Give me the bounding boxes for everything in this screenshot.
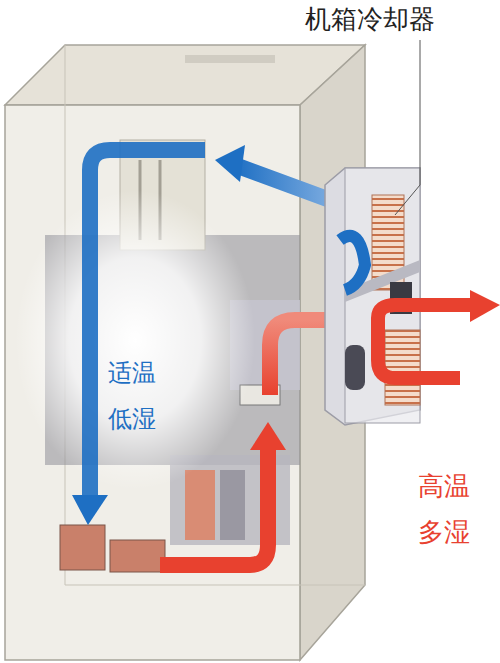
cabinet-front xyxy=(5,105,300,660)
breaker xyxy=(110,540,165,572)
arrow-head xyxy=(470,290,500,322)
arrow-head xyxy=(215,145,245,182)
top-slot xyxy=(185,55,275,63)
arrow-head xyxy=(250,422,286,450)
breaker xyxy=(60,525,105,570)
zone-label: 适温 低湿 xyxy=(108,350,164,442)
cool-glow xyxy=(15,190,255,490)
lower-module xyxy=(185,470,215,540)
warm-air-flow xyxy=(160,445,268,565)
zone-label: 高温 多湿 xyxy=(418,463,474,555)
arrow-head xyxy=(72,495,108,525)
condenser-fins xyxy=(385,330,420,405)
cool-air-flow xyxy=(90,150,205,500)
compressor xyxy=(345,345,365,390)
exhaust-flow xyxy=(378,305,470,378)
leader-line xyxy=(395,185,420,215)
cool-air-flow xyxy=(340,236,365,290)
callout-label: 机箱冷却器 xyxy=(305,2,495,36)
cabinet-edge xyxy=(65,585,365,586)
cooler-body xyxy=(325,168,420,425)
lower-module xyxy=(220,470,245,540)
leader-line xyxy=(420,40,421,185)
